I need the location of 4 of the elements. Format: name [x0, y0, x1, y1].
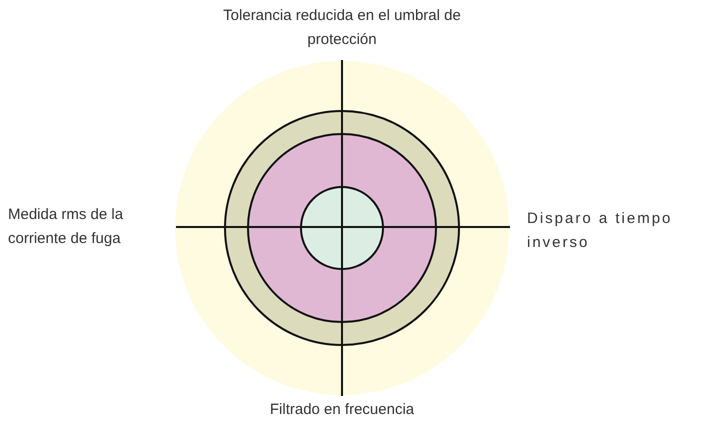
axis-label: Tolerancia reducida en el umbral de protección [222, 6, 462, 50]
axis-label: Filtrado en frecuencia [268, 400, 416, 420]
axis-label: Medida rms de la corriente de fuga [8, 205, 124, 249]
axis-label: Disparo a tiempo inverso [527, 209, 674, 253]
